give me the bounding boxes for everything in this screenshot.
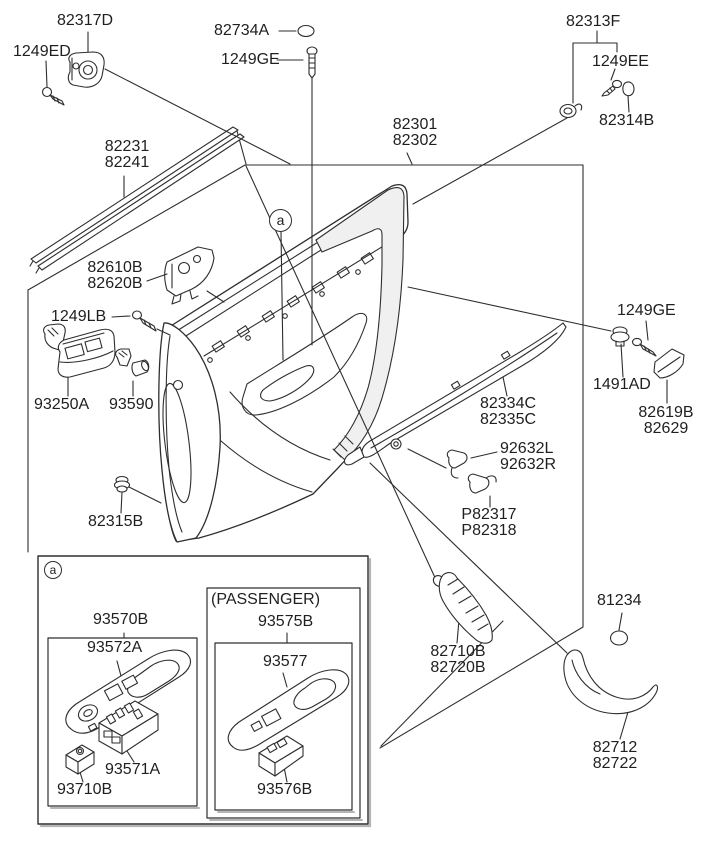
- part-label-82619b: 82619B: [638, 404, 694, 421]
- part-label-1249ed: 1249ED: [13, 43, 71, 60]
- part-label-82710b: 82710B: [430, 643, 486, 660]
- callout-a-inset: a: [44, 561, 62, 579]
- screw-1249ge-top: [306, 46, 318, 79]
- driver-switch-block-drawing: [98, 700, 159, 755]
- grommet-82315b: [113, 475, 131, 493]
- part-label-82302: 82302: [392, 132, 438, 149]
- part-label-82231: 82231: [104, 138, 150, 155]
- bracket-92632: [446, 449, 497, 494]
- cap-82619b: [653, 348, 685, 379]
- clip-93590: [115, 348, 150, 377]
- inset-panel: [37, 555, 372, 828]
- door-trim-panel-drawing: [158, 183, 409, 543]
- part-label-1249lb: 1249LB: [51, 308, 107, 325]
- part-label-93570b: 93570B: [93, 611, 149, 628]
- part-label-82317d: 82317D: [57, 12, 114, 29]
- part-label-93250a: 93250A: [34, 396, 90, 413]
- part-label-93577: 93577: [263, 653, 308, 670]
- part-label-p82318: P82318: [461, 522, 517, 539]
- passenger-switch-bezel-drawing: [227, 669, 350, 751]
- part-label-82620b: 82620B: [87, 275, 143, 292]
- driver-switch-bezel-drawing: [65, 649, 191, 734]
- part-label-82315b: 82315B: [88, 513, 144, 530]
- part-label-82314b: 82314B: [599, 112, 655, 129]
- lock-switch-drawing: [65, 744, 95, 775]
- part-label-81234: 81234: [597, 592, 642, 609]
- passenger-caption: (PASSENGER): [211, 591, 321, 608]
- part-label-93572a: 93572A: [87, 639, 143, 656]
- inner-handle-drawing: [146, 246, 225, 305]
- part-label-82301: 82301: [392, 116, 438, 133]
- part-label-82734a: 82734A: [214, 22, 270, 39]
- leader-lines: [45, 30, 668, 740]
- screw-1249ed: [41, 86, 65, 106]
- cap-81234: [609, 630, 629, 646]
- screw-1249ee: [601, 79, 623, 97]
- belt-weatherstrip-drawing: [29, 126, 245, 274]
- part-label-82334c: 82334C: [479, 395, 537, 412]
- part-label-82722: 82722: [592, 755, 638, 772]
- clip-82734a: [297, 24, 315, 38]
- part-label-93571a: 93571A: [105, 761, 161, 778]
- part-label-82335c: 82335C: [479, 411, 537, 428]
- clip-82317d: [67, 51, 105, 88]
- callout-a-main: a: [269, 209, 292, 232]
- part-label-1249ge-right: 1249GE: [617, 302, 676, 319]
- part-label-1249ee: 1249EE: [592, 53, 649, 70]
- switch-93250a: [43, 323, 116, 378]
- garnish-strip-drawing: [343, 322, 567, 466]
- part-label-93710b: 93710B: [57, 781, 113, 798]
- passenger-switch-block-drawing: [258, 735, 304, 777]
- ring-82314b: [622, 81, 635, 97]
- clip-row: [207, 252, 374, 363]
- part-label-93590: 93590: [109, 396, 154, 413]
- part-label-92632r: 92632R: [500, 456, 557, 473]
- part-label-93576b: 93576B: [257, 781, 313, 798]
- part-label-82313f: 82313F: [566, 13, 621, 30]
- armrest-pad-drawing: [563, 649, 658, 715]
- part-label-93575b: 93575B: [258, 613, 314, 630]
- part-label-82629: 82629: [643, 420, 689, 437]
- grommet-82313f: [559, 103, 583, 119]
- pull-handle-drawing: [432, 572, 493, 644]
- part-label-p82317: P82317: [461, 506, 517, 523]
- panel-front-pillar: [158, 322, 221, 543]
- part-label-82241: 82241: [104, 154, 150, 171]
- part-label-82712: 82712: [592, 739, 638, 756]
- screw-1249lb: [131, 310, 157, 332]
- fastener-1491ad: [610, 326, 630, 347]
- part-label-82610b: 82610B: [87, 259, 143, 276]
- part-label-1491ad: 1491AD: [593, 376, 651, 393]
- screw-1249ge-right: [631, 337, 657, 357]
- part-label-82720b: 82720B: [430, 659, 486, 676]
- part-label-92632l: 92632L: [500, 440, 554, 457]
- part-label-1249ge-top: 1249GE: [221, 51, 280, 68]
